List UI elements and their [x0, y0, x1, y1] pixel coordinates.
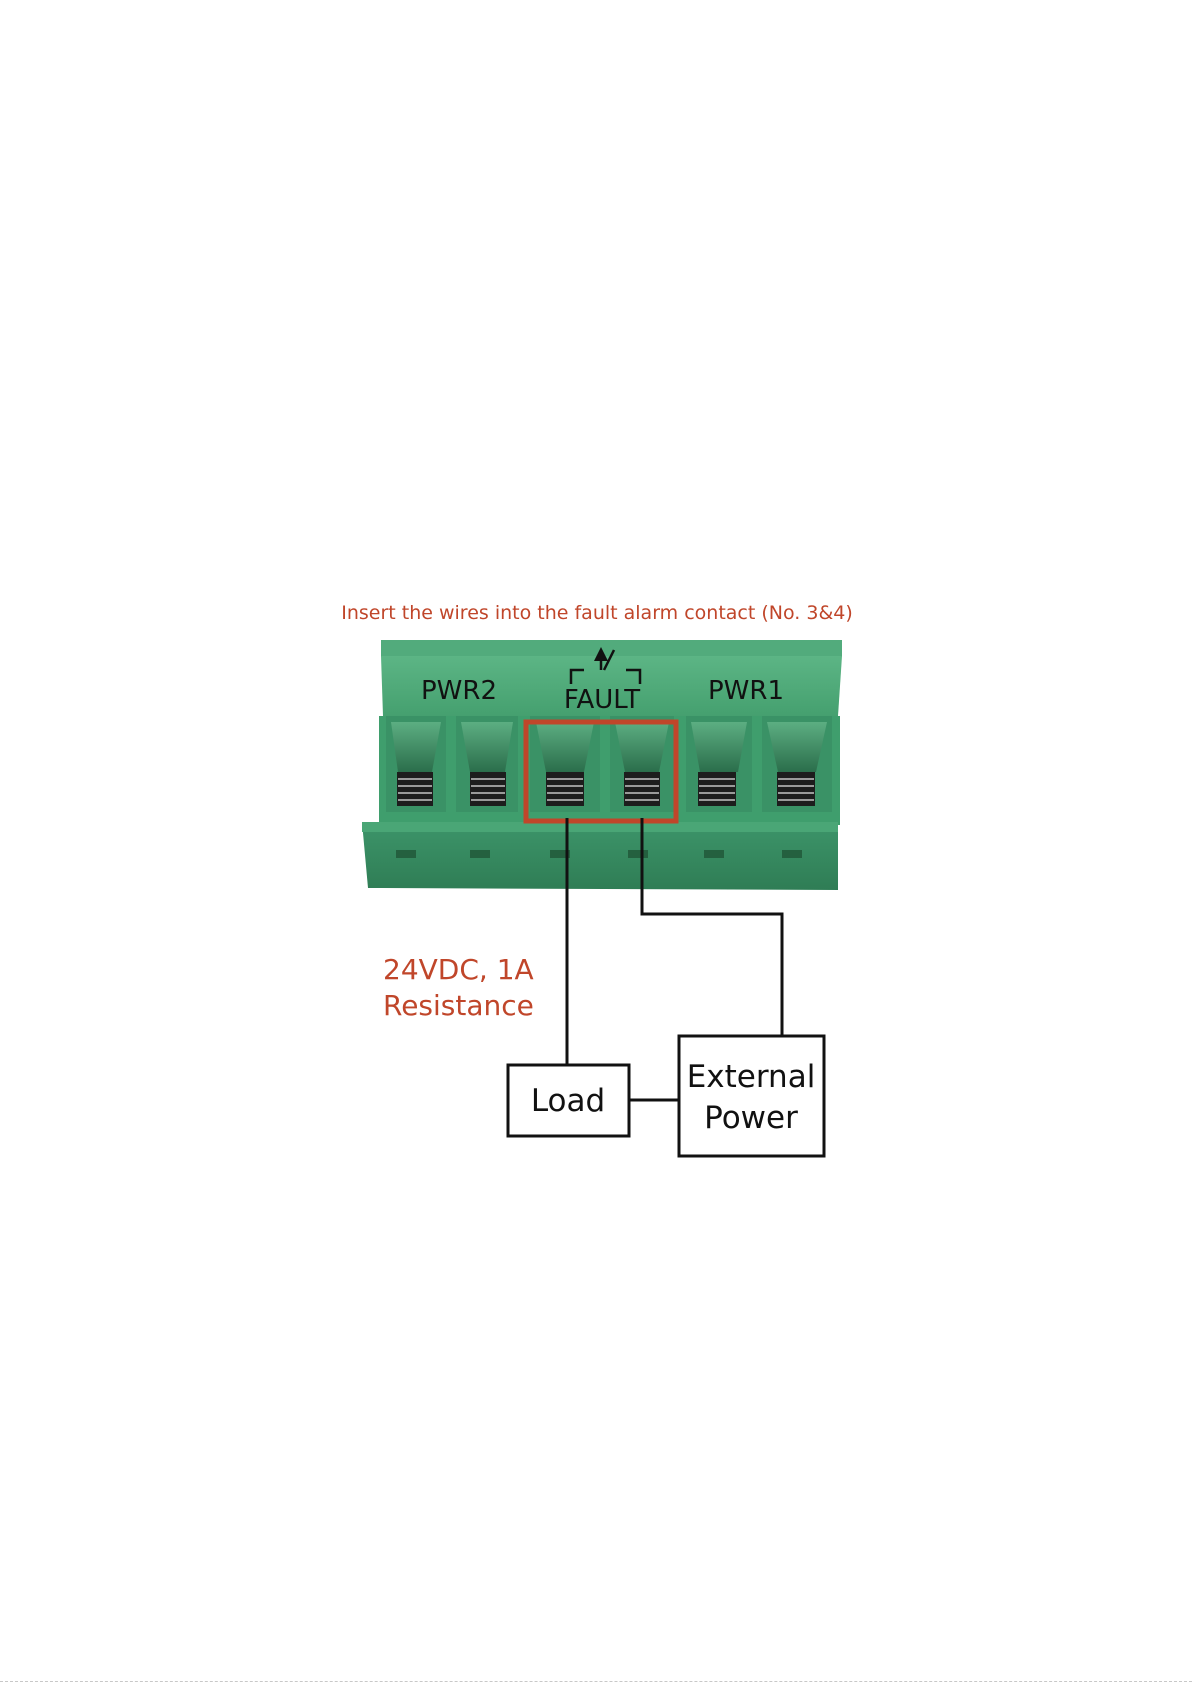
terminal-slot-2: [456, 716, 518, 812]
rating-line-1: 24VDC, 1A: [383, 953, 534, 986]
connector-front-face: [362, 822, 838, 890]
fault-label: FAULT: [564, 685, 640, 715]
pwr1-label: PWR1: [708, 676, 784, 706]
terminal-block-connector: PWR2 FAULT PWR1: [362, 640, 842, 890]
terminal-slot-4: [610, 716, 674, 812]
external-power-box: External Power: [679, 1036, 824, 1156]
pwr2-label: PWR2: [421, 676, 497, 706]
terminal-slot-1: [386, 716, 446, 812]
terminal-slot-5: [686, 716, 752, 812]
terminal-slot-3: [530, 716, 600, 812]
external-power-line-2: Power: [704, 1100, 798, 1136]
page-bottom-border: [0, 1681, 1192, 1682]
load-label: Load: [531, 1083, 605, 1119]
load-box: Load: [508, 1065, 629, 1136]
instruction-text: Insert the wires into the fault alarm co…: [341, 602, 853, 624]
terminal-slot-6: [762, 716, 832, 812]
external-power-line-1: External: [687, 1059, 816, 1095]
rating-line-2: Resistance: [383, 989, 534, 1022]
